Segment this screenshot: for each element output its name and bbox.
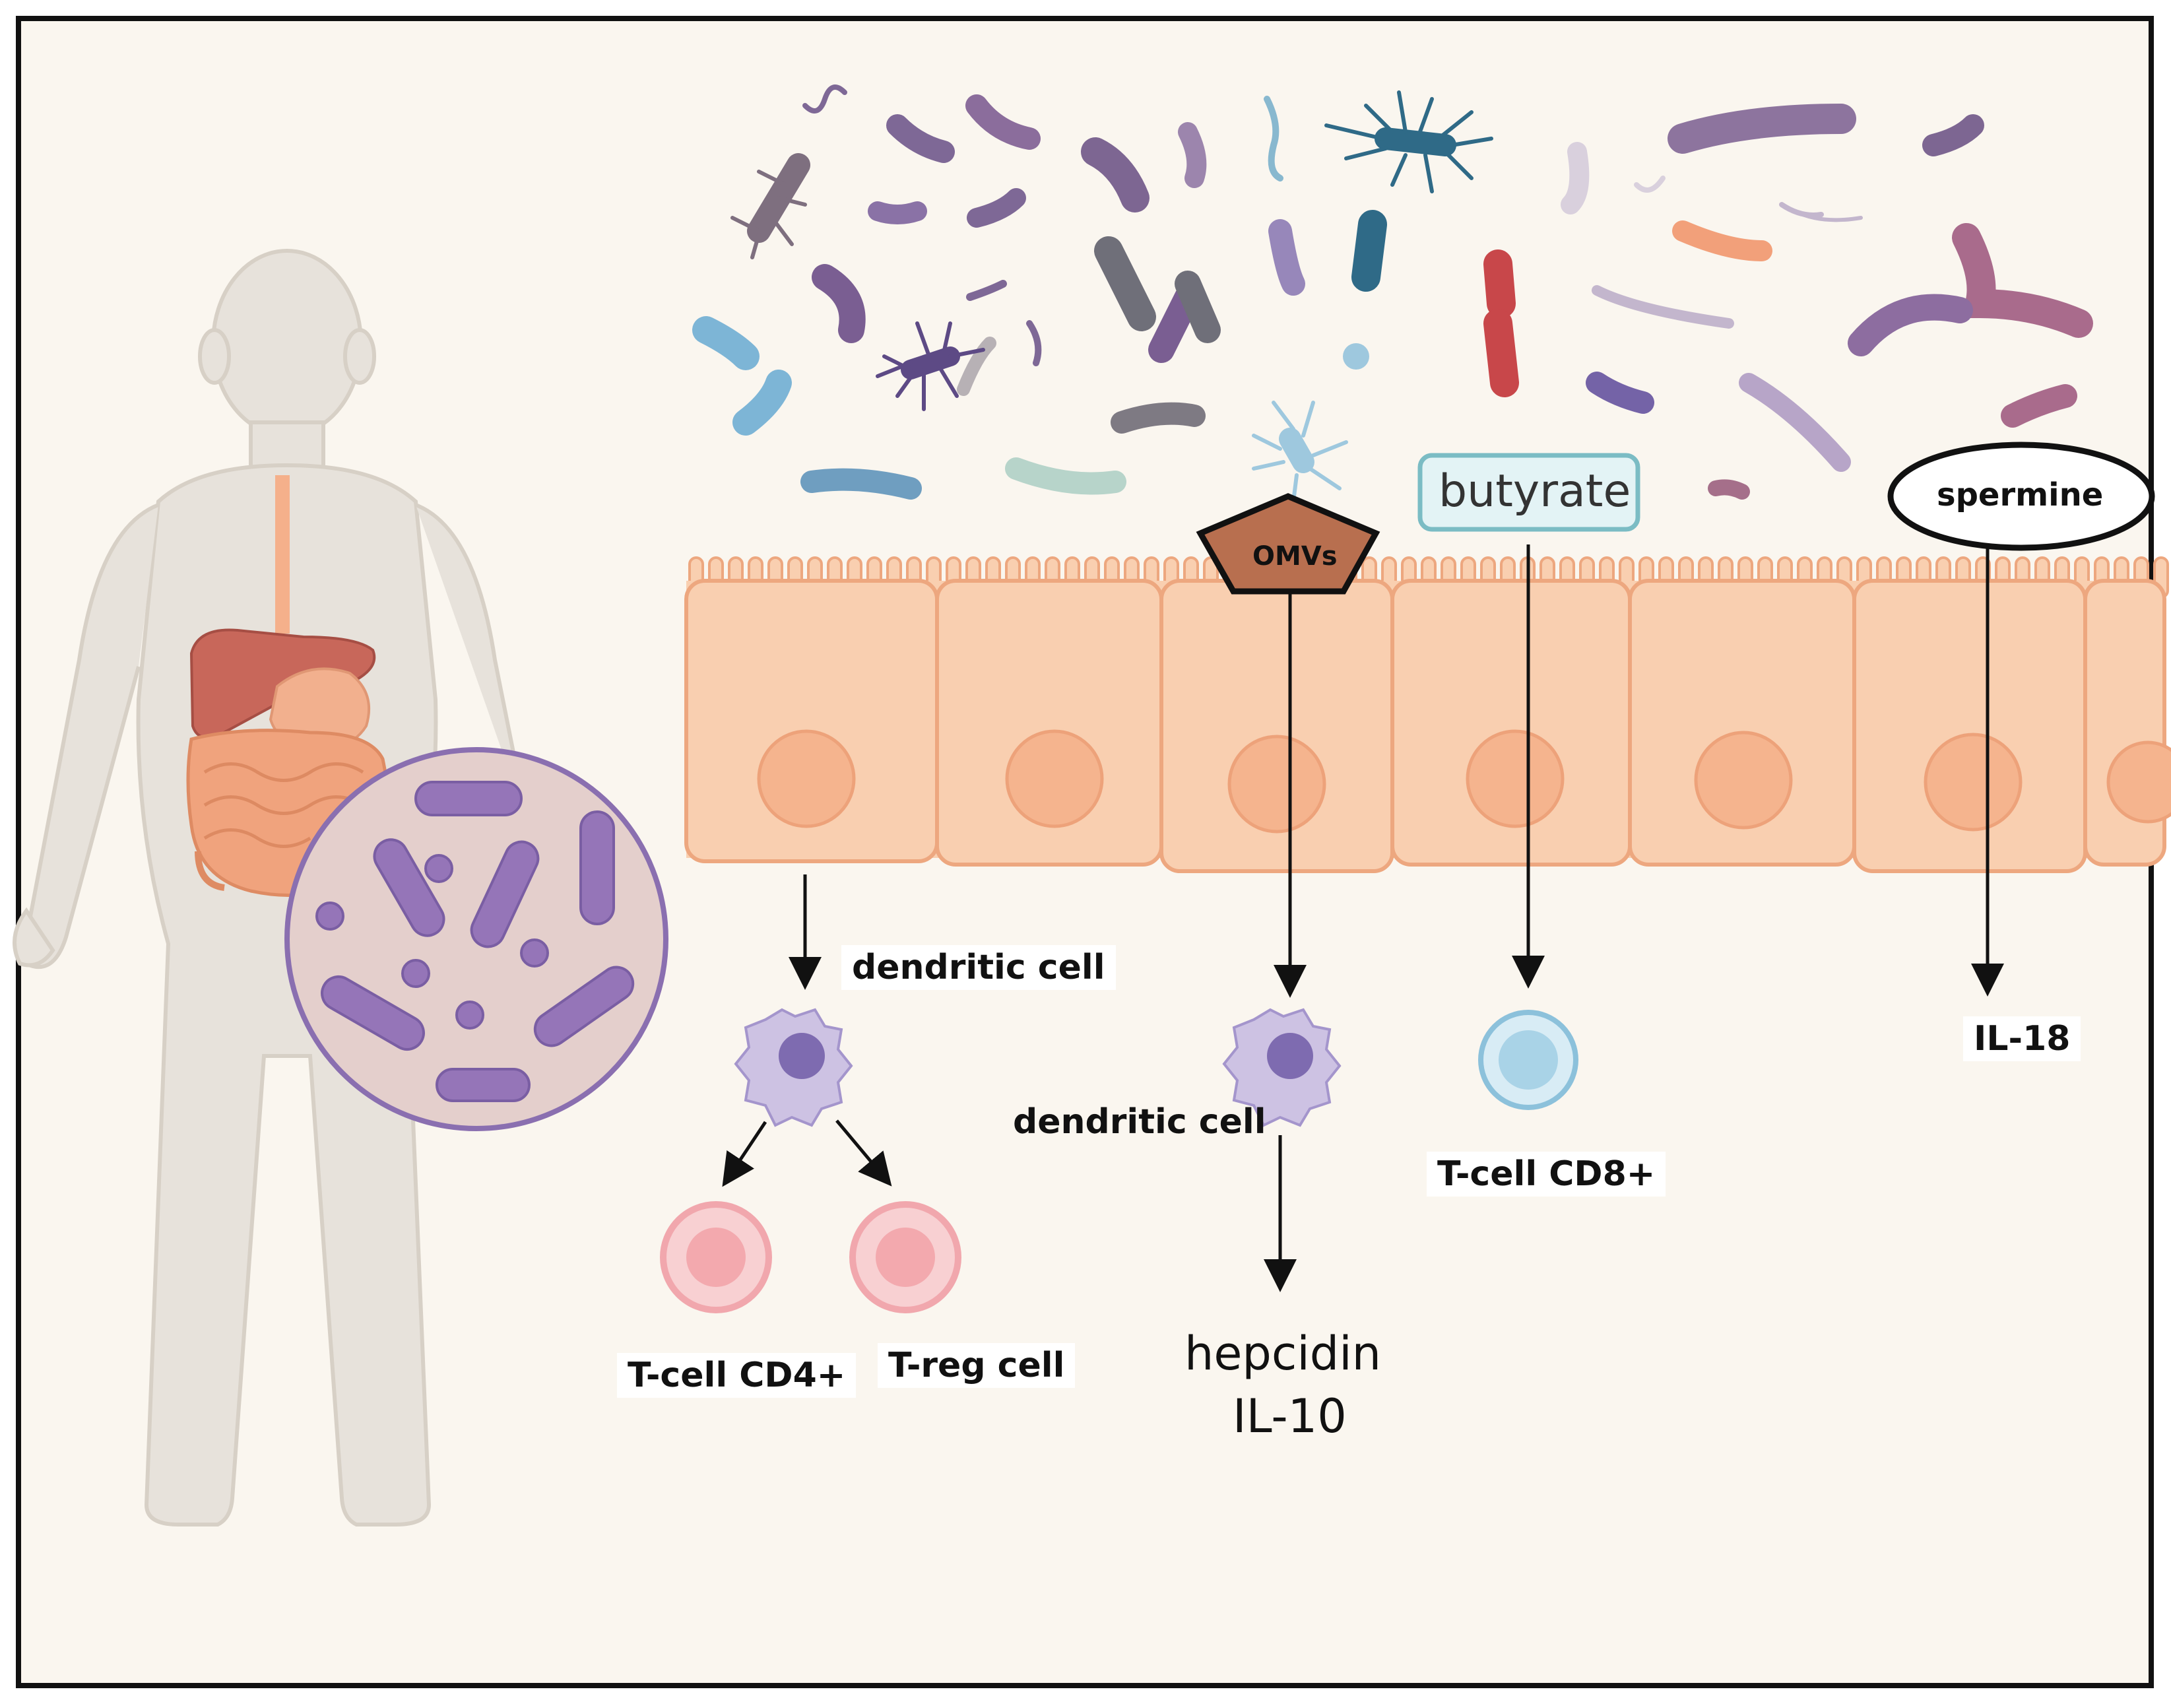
il18-label: IL-18 (1963, 1016, 2081, 1061)
microbe-community (692, 84, 2093, 504)
nucleus (1005, 729, 1104, 828)
digestive-organs (186, 475, 389, 898)
t-cell-cd8-label: T-cell CD8+ (1427, 1152, 1666, 1197)
nucleus (1694, 731, 1793, 830)
dendritic-cell-icon-2 (1222, 1008, 1342, 1127)
nucleus (1227, 735, 1326, 834)
nucleus (1466, 729, 1565, 828)
t-cell-cd8-icon (1478, 1010, 1578, 1110)
hepcidin-label: hepcidin (1184, 1327, 1382, 1381)
butyrate-label: butyrate (1439, 465, 1631, 517)
spiky-microbe (1324, 90, 1493, 193)
il10-label: IL-10 (1233, 1389, 1347, 1443)
nucleus (2106, 740, 2171, 824)
arrow-dendritic-to-cd4 (722, 1121, 767, 1187)
spermine-label: spermine (1937, 476, 2104, 513)
butyrate-box (1417, 453, 1640, 532)
arrow-dendritic-to-treg (835, 1119, 892, 1187)
nucleus (757, 729, 856, 828)
spiky-microbe-2 (876, 321, 985, 411)
dendritic-cell-label-1: dendritic cell (841, 945, 1116, 990)
t-reg-cell-icon (849, 1201, 961, 1313)
t-reg-cell-label: T-reg cell (878, 1343, 1076, 1388)
nucleus (1924, 733, 2023, 832)
t-cell-cd4-icon (660, 1201, 772, 1313)
dendritic-cell-icon (734, 1008, 853, 1127)
t-cell-cd4-label: T-cell CD4+ (617, 1353, 857, 1398)
head (211, 249, 363, 438)
dendritic-cell-label-2: dendritic cell (1013, 1102, 1266, 1142)
spiky-microbe-4 (1252, 401, 1348, 504)
magnified-microbiota-circle (284, 747, 668, 1131)
omvs-pentagon (1196, 493, 1380, 595)
omvs-label: OMVs (1252, 541, 1338, 572)
spiky-microbe-3 (730, 153, 810, 259)
left-hand (13, 907, 55, 968)
intestinal-epithelium (684, 556, 2171, 873)
arrows (722, 544, 2004, 1292)
spermine-ellipse (1887, 442, 2155, 551)
right-arm (414, 503, 530, 826)
